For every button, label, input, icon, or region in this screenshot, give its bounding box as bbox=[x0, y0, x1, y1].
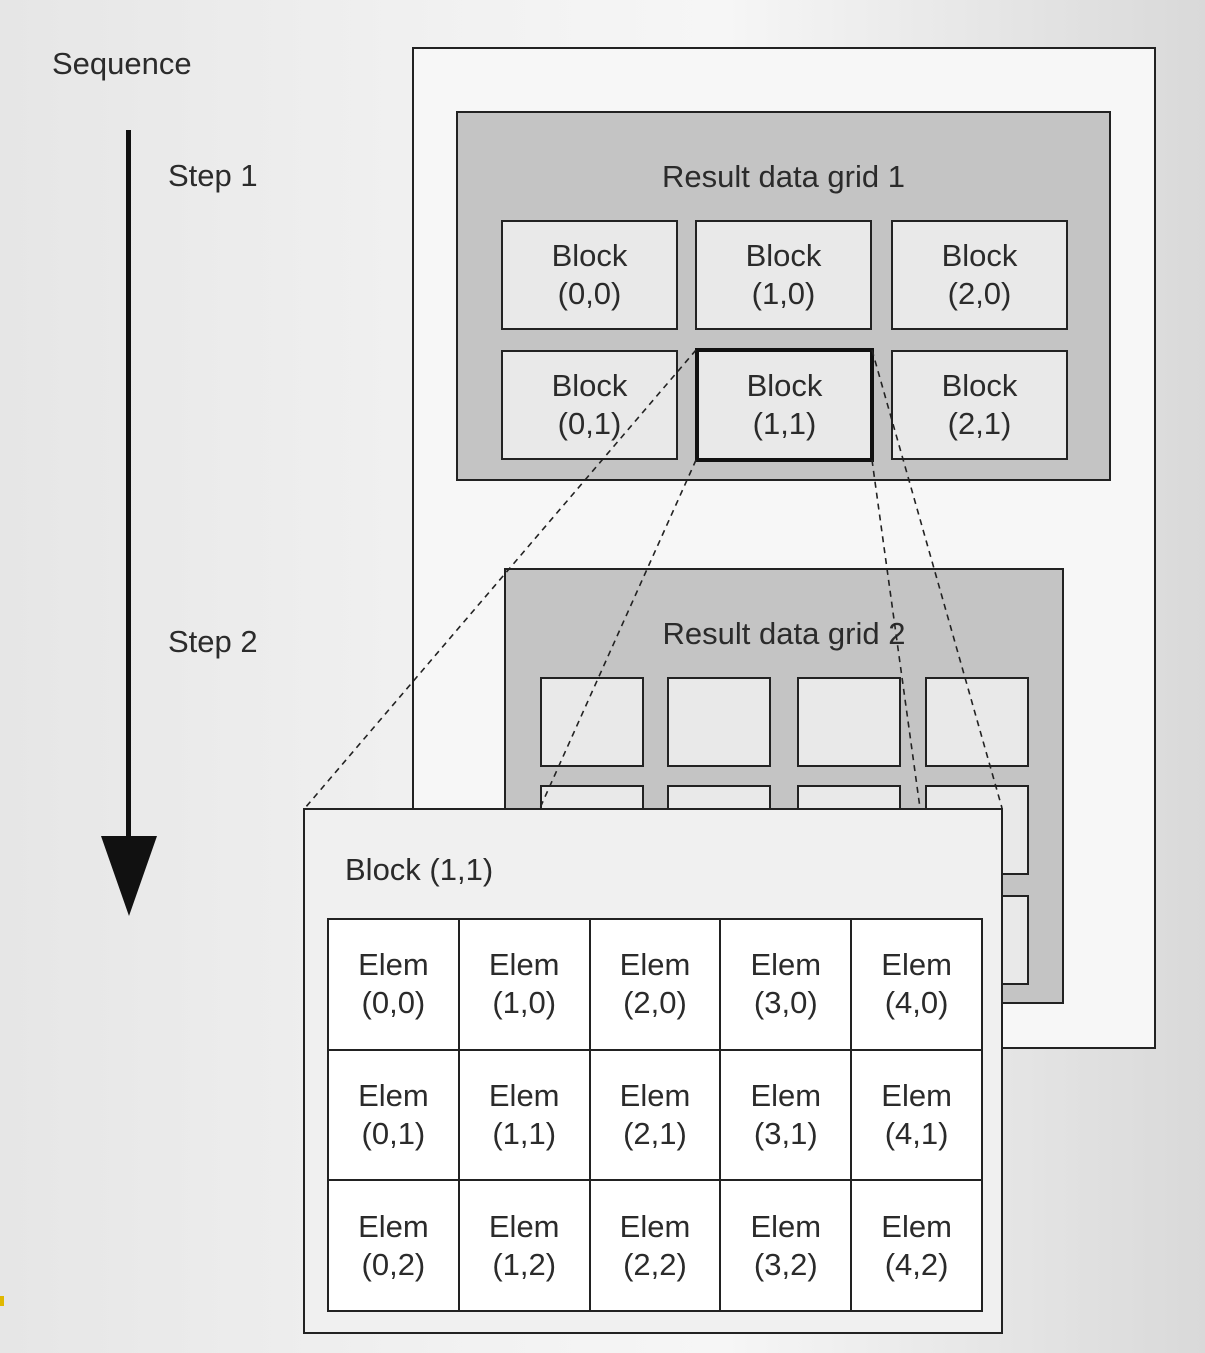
element-table: Elem(0,0)Elem(1,0)Elem(2,0)Elem(3,0)Elem… bbox=[327, 918, 983, 1312]
element-cell: Elem(3,2) bbox=[719, 1179, 853, 1312]
block-1-1-highlighted: Block (1,1) bbox=[695, 348, 874, 462]
element-coord: (2,1) bbox=[623, 1115, 687, 1151]
element-coord: (1,1) bbox=[492, 1115, 557, 1151]
block-coord: (0,0) bbox=[557, 276, 622, 311]
element-coord: (2,0) bbox=[623, 985, 687, 1021]
element-coord: (3,2) bbox=[753, 1246, 818, 1282]
result-data-grid-1: Result data grid 1 Block (0,0) Block (1,… bbox=[456, 111, 1111, 481]
block-coord: (0,1) bbox=[557, 406, 622, 441]
element-coord: (3,1) bbox=[753, 1115, 818, 1151]
element-cell: Elem(0,0) bbox=[327, 918, 460, 1051]
element-label: Elem bbox=[750, 1208, 822, 1244]
element-cell: Elem(1,1) bbox=[457, 1048, 591, 1182]
zoom-line-top-left bbox=[304, 349, 697, 809]
element-cell: Elem(4,2) bbox=[850, 1179, 983, 1312]
element-coord: (0,0) bbox=[361, 985, 426, 1021]
step-2-label: Step 2 bbox=[168, 624, 258, 659]
block-0-0: Block (0,0) bbox=[501, 220, 678, 330]
block-2-1: Block (2,1) bbox=[891, 350, 1068, 460]
element-label: Elem bbox=[750, 947, 822, 983]
element-label: Elem bbox=[488, 947, 560, 983]
block-detail-title: Block (1,1) bbox=[345, 852, 494, 887]
element-cell: Elem(3,0) bbox=[719, 918, 853, 1051]
element-label: Elem bbox=[619, 1077, 691, 1113]
element-coord: (3,0) bbox=[753, 985, 818, 1021]
grid-2-cell bbox=[797, 677, 901, 767]
element-row: Elem(0,1)Elem(1,1)Elem(2,1)Elem(3,1)Elem… bbox=[327, 1048, 983, 1182]
step-1-label: Step 1 bbox=[168, 158, 258, 193]
element-cell: Elem(0,1) bbox=[327, 1048, 460, 1182]
element-coord: (1,0) bbox=[492, 985, 557, 1021]
block-label: Block bbox=[746, 368, 823, 403]
element-coord: (0,1) bbox=[361, 1115, 426, 1151]
element-label: Elem bbox=[750, 1077, 822, 1113]
block-label: Block bbox=[941, 368, 1018, 403]
element-cell: Elem(1,0) bbox=[457, 918, 591, 1051]
block-coord: (2,1) bbox=[947, 406, 1012, 441]
element-cell: Elem(0,2) bbox=[327, 1179, 460, 1312]
grid-2-cell bbox=[925, 677, 1029, 767]
element-row: Elem(0,0)Elem(1,0)Elem(2,0)Elem(3,0)Elem… bbox=[327, 918, 983, 1051]
sequence-arrow-head-icon bbox=[101, 836, 157, 916]
block-coord: (1,0) bbox=[751, 276, 816, 311]
element-label: Elem bbox=[358, 947, 429, 983]
block-label: Block bbox=[551, 368, 628, 403]
element-label: Elem bbox=[488, 1077, 560, 1113]
element-cell: Elem(3,1) bbox=[719, 1048, 853, 1182]
element-coord: (4,1) bbox=[884, 1115, 949, 1151]
element-cell: Elem(4,0) bbox=[850, 918, 983, 1051]
block-coord: (1,1) bbox=[752, 406, 817, 441]
element-label: Elem bbox=[488, 1208, 560, 1244]
corner-mark bbox=[0, 1296, 4, 1306]
block-1-1-detail-panel: Block (1,1) Elem(0,0)Elem(1,0)Elem(2,0)E… bbox=[303, 808, 1003, 1334]
element-label: Elem bbox=[881, 1077, 952, 1113]
zoom-line-bottom-left bbox=[539, 459, 697, 809]
element-coord: (4,0) bbox=[884, 985, 949, 1021]
element-cell: Elem(2,2) bbox=[588, 1179, 722, 1312]
block-2-0: Block (2,0) bbox=[891, 220, 1068, 330]
element-coord: (0,2) bbox=[361, 1246, 426, 1282]
element-label: Elem bbox=[358, 1208, 429, 1244]
block-coord: (2,0) bbox=[947, 276, 1012, 311]
zoom-line-top-right bbox=[871, 349, 1003, 809]
element-coord: (2,2) bbox=[623, 1246, 687, 1282]
element-label: Elem bbox=[619, 1208, 691, 1244]
grid-2-title: Result data grid 2 bbox=[662, 616, 906, 651]
element-row: Elem(0,2)Elem(1,2)Elem(2,2)Elem(3,2)Elem… bbox=[327, 1179, 983, 1312]
zoom-line-bottom-right bbox=[871, 459, 921, 809]
sequence-arrow-shaft bbox=[126, 130, 131, 850]
grid-1-title: Result data grid 1 bbox=[662, 159, 905, 194]
element-label: Elem bbox=[881, 947, 952, 983]
element-cell: Elem(2,1) bbox=[588, 1048, 722, 1182]
block-1-0: Block (1,0) bbox=[695, 220, 872, 330]
element-label: Elem bbox=[881, 1208, 952, 1244]
element-cell: Elem(1,2) bbox=[457, 1179, 591, 1312]
block-label: Block bbox=[941, 238, 1018, 273]
element-cell: Elem(4,1) bbox=[850, 1048, 983, 1182]
block-label: Block bbox=[551, 238, 628, 273]
element-coord: (1,2) bbox=[492, 1246, 557, 1282]
element-cell: Elem(2,0) bbox=[588, 918, 722, 1051]
element-coord: (4,2) bbox=[884, 1246, 949, 1282]
block-0-1: Block (0,1) bbox=[501, 350, 678, 460]
element-label: Elem bbox=[358, 1077, 429, 1113]
sequence-label: Sequence bbox=[52, 46, 192, 81]
block-label: Block bbox=[745, 238, 822, 273]
element-label: Elem bbox=[619, 947, 691, 983]
grid-2-cell bbox=[667, 677, 771, 767]
